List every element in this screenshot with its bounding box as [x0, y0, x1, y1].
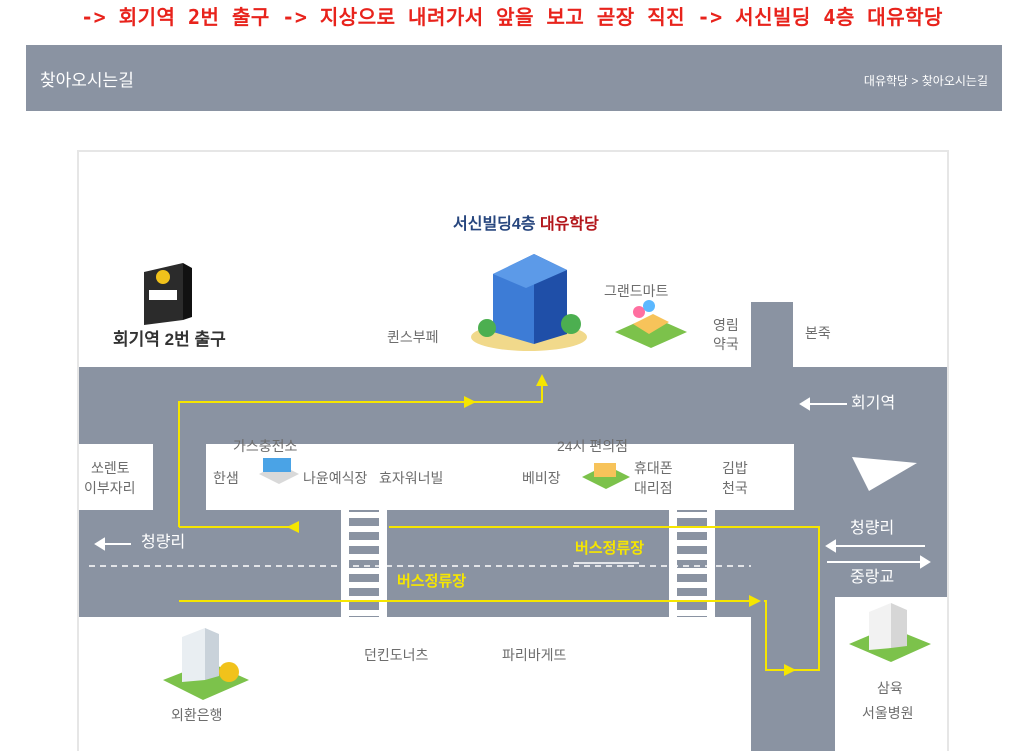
gimbap-label-2: 천국 [722, 480, 748, 496]
dunkin-label: 던킨도너츠 [364, 647, 429, 663]
route-arrowheads [287, 374, 796, 676]
crosswalk-right [669, 510, 715, 618]
page-header: 찾아오시는길 대유학당 > 찾아오시는길 [26, 45, 1002, 111]
convenience-store-label: 24시 편의점 [557, 438, 628, 454]
phone-store-label-1: 휴대폰 [634, 460, 673, 476]
hoegi-road-label: 회기역 [851, 395, 896, 412]
bus-stop-label-left: 버스정류장 [397, 573, 467, 590]
gimbap-label-1: 김밥 [722, 460, 748, 476]
gas-station-label: 가스충전소 [233, 438, 298, 454]
paris-baguette-label: 파리바게뜨 [502, 647, 567, 663]
road-arrows [94, 397, 931, 569]
map-graphic [79, 254, 947, 751]
bank-icon [163, 628, 249, 700]
destination-building-icon [471, 254, 587, 351]
left-block [79, 444, 153, 510]
destination-building-name: 서신빌딩4층 [453, 216, 536, 233]
side-street-bottom [751, 612, 835, 751]
direction-triangle [852, 457, 917, 491]
exchange-bank-label: 외환은행 [171, 707, 223, 723]
sorrento-label-1: 쏘렌토 [91, 460, 130, 476]
crosswalk-left [341, 510, 387, 618]
sorrento-label-2: 이부자리 [84, 480, 136, 496]
station-exit-label: 회기역 2번 출구 [113, 330, 226, 349]
bonjuk-label: 본죽 [805, 325, 831, 341]
hospital-label-2: 서울병원 [862, 705, 914, 721]
pharmacy-label-1: 영림 [713, 317, 739, 333]
hyoja-worner-label: 효자워너빌 [379, 470, 444, 486]
station-exit-icon [144, 263, 192, 325]
page-title: 찾아오시는길 [40, 71, 134, 90]
gas-station-icon [259, 458, 299, 484]
cheongnyangni-left-label: 청량리 [141, 534, 186, 551]
hansaem-label: 한샘 [213, 470, 239, 486]
pharmacy-label-2: 약국 [713, 336, 739, 352]
direction-banner: -> 회기역 2번 출구 -> 지상으로 내려가서 앞을 보고 곧장 직진 ->… [81, 5, 943, 29]
directions-map: 서신빌딩4층 대유학당 회기역 2번 출구 퀸스부페 그랜드마트 영림 약국 본… [77, 150, 949, 751]
grand-mart-label: 그랜드마트 [604, 283, 669, 299]
median-block [206, 444, 794, 510]
bus-stop-label-right: 버스정류장 [575, 540, 645, 557]
destination-academy-name: 대유학당 [539, 216, 599, 233]
phone-store-label-2: 대리점 [634, 480, 673, 496]
hospital-icon [849, 603, 931, 662]
destination-label: 서신빌딩4층 대유학당 [453, 210, 599, 234]
cheongnyangni-right-label: 청량리 [850, 520, 895, 537]
bebijang-label: 베비장 [522, 470, 561, 486]
jungnanggyo-label: 중랑교 [850, 569, 895, 586]
queens-buffet-label: 퀸스부페 [387, 329, 439, 345]
breadcrumb[interactable]: 대유학당 > 찾아오시는길 [863, 74, 988, 88]
side-street-top [751, 302, 793, 372]
hospital-label-1: 삼육 [877, 680, 903, 696]
mart-icon [615, 300, 687, 348]
wedding-hall-label: 나윤예식장 [303, 470, 368, 486]
route-lines [178, 384, 820, 671]
convenience-store-icon [582, 463, 630, 489]
